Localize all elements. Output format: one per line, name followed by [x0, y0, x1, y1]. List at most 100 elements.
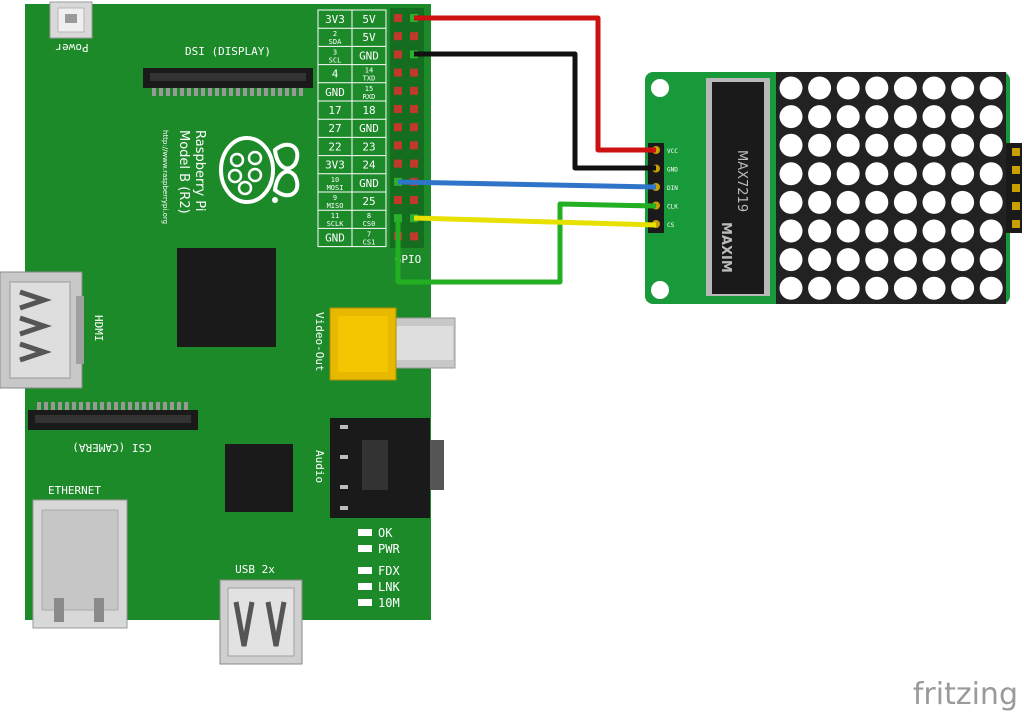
matrix-led — [951, 133, 975, 157]
gpio-pin — [394, 14, 402, 22]
connector-pin — [79, 402, 83, 410]
connector-pin — [180, 88, 184, 96]
gpio-pin-label: 2 — [333, 30, 337, 38]
connector-pin — [243, 88, 247, 96]
gpio-pin-label: 27 — [328, 122, 341, 135]
matrix-led — [979, 76, 1003, 100]
matrix-led — [836, 105, 860, 129]
gpio-pin-label: 3V3 — [325, 13, 345, 26]
matrix-led — [779, 248, 803, 272]
gpio-pin — [394, 141, 402, 150]
connector-pin — [51, 402, 55, 410]
status-led — [358, 599, 372, 606]
csi-connector — [28, 402, 198, 430]
connector-pin — [121, 402, 125, 410]
matrix-led — [808, 219, 832, 243]
matrix-led — [893, 76, 917, 100]
matrix-led — [922, 76, 946, 100]
gpio-pin — [410, 159, 418, 168]
matrix-led — [808, 162, 832, 186]
connector-pin — [215, 88, 219, 96]
gpio-pin — [394, 123, 402, 132]
logo-url: http://www.raspberrypi.org — [161, 130, 169, 224]
gpio-pin-label: 24 — [362, 159, 376, 172]
matrix-led — [779, 162, 803, 186]
gpio-pin-label: 14 — [365, 67, 373, 75]
module-pin-label: DIN — [667, 185, 678, 192]
din-wire — [397, 179, 657, 190]
power-label: Power — [55, 41, 88, 54]
connector-pin — [156, 402, 160, 410]
raspberry-pi-board: Power DSI (DISPLAY) Raspberry Pi Model B… — [0, 1, 456, 665]
status-led — [358, 583, 372, 590]
connector-pin — [257, 88, 261, 96]
gpio-pin-label: 5V — [362, 31, 376, 44]
gpio-pin-label: GND — [325, 86, 345, 99]
audio-jack — [330, 418, 444, 518]
video-label: Video-Out — [313, 312, 326, 372]
connector-pin — [58, 402, 62, 410]
connector-pin — [107, 402, 111, 410]
matrix-led — [979, 133, 1003, 157]
usb-connector — [219, 579, 303, 665]
matrix-led — [979, 248, 1003, 272]
gpio-pin-label: 3 — [333, 48, 337, 56]
status-led — [358, 529, 372, 536]
connector-pin — [194, 88, 198, 96]
matrix-led — [922, 219, 946, 243]
gpio-pin — [410, 32, 418, 41]
logo-line2: Model B (R2) — [176, 130, 191, 214]
connector-pin — [152, 88, 156, 96]
gpio-pin — [410, 68, 418, 77]
matrix-led — [779, 133, 803, 157]
status-led-label: FDX — [378, 564, 400, 578]
gpio-pin — [394, 32, 402, 41]
ethernet-jack — [32, 499, 128, 629]
gpio-pin-function: CS0 — [363, 220, 376, 228]
gpio-pin — [394, 177, 402, 186]
gpio-pin-function: TXD — [363, 75, 376, 83]
matrix-led — [922, 162, 946, 186]
matrix-led — [922, 105, 946, 129]
gpio-pin — [410, 86, 418, 95]
matrix-led — [922, 133, 946, 157]
status-led-label: OK — [378, 526, 393, 540]
raspberry-logo — [219, 136, 300, 204]
gpio-pin-label: GND — [359, 122, 379, 135]
matrix-led — [893, 162, 917, 186]
gpio-pin — [394, 68, 402, 77]
gpio-pin-label: 9 — [333, 194, 337, 202]
module-pin-label: CLK — [667, 204, 678, 211]
connector-pin — [250, 88, 254, 96]
soc-chip — [177, 248, 276, 347]
matrix-led — [865, 219, 889, 243]
connector-pin — [187, 88, 191, 96]
matrix-led — [951, 162, 975, 186]
chip-model: MAX7219 — [734, 150, 749, 212]
fritzing-watermark: fritzing — [913, 677, 1018, 712]
dsi-label: DSI (DISPLAY) — [185, 45, 271, 58]
matrix-led — [836, 248, 860, 272]
gpio-pin — [410, 232, 418, 241]
clk-wire — [395, 201, 657, 285]
module-output-header — [1006, 143, 1022, 233]
matrix-led — [836, 276, 860, 300]
connector-pin — [285, 88, 289, 96]
matrix-led — [951, 219, 975, 243]
matrix-led — [979, 162, 1003, 186]
connector-pin — [229, 88, 233, 96]
matrix-led — [865, 133, 889, 157]
gpio-pin-function: SCLK — [327, 220, 345, 228]
matrix-led — [979, 276, 1003, 300]
status-led-label: LNK — [378, 580, 400, 594]
gpio-pin-label: 7 — [367, 230, 371, 238]
matrix-led — [922, 248, 946, 272]
matrix-led — [808, 105, 832, 129]
gpio-pin — [410, 105, 418, 113]
connector-pin — [65, 402, 69, 410]
audio-label: Audio — [313, 450, 326, 483]
status-led — [358, 545, 372, 552]
